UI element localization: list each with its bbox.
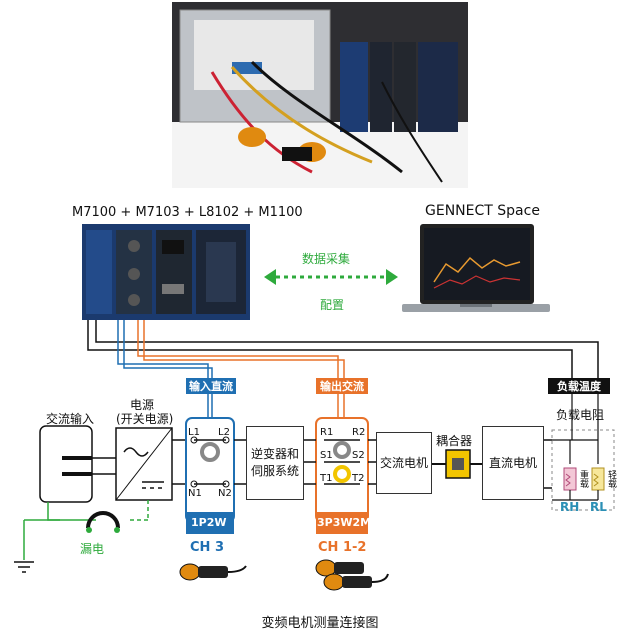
power-sublabel: (开关电源) bbox=[116, 412, 174, 426]
link-top-label: 数据采集 bbox=[302, 252, 351, 266]
channel-output-label: CH 1-2 bbox=[318, 540, 367, 555]
load-resistor-label: 负载电阻 bbox=[556, 408, 605, 422]
ac-motor-box: 交流电机 bbox=[376, 432, 432, 494]
inverter-label: 逆变器和 bbox=[250, 447, 299, 461]
terminal-t1: T1 bbox=[320, 473, 333, 484]
bidirectional-arrow bbox=[264, 269, 398, 285]
light-load-label: 轻载 bbox=[606, 470, 616, 488]
setup-photo bbox=[172, 2, 468, 188]
dc-motor-label: 直流电机 bbox=[488, 455, 537, 470]
leakage-label: 漏电 bbox=[80, 542, 105, 556]
ac-output-wire-1 bbox=[137, 320, 339, 418]
inverter-label-2: 伺服系统 bbox=[250, 464, 299, 478]
terminal-r1: R1 bbox=[320, 427, 334, 438]
laptop bbox=[400, 222, 552, 324]
terminal-t2: T2 bbox=[352, 473, 365, 484]
terminal-s1: S1 bbox=[320, 450, 333, 461]
coupler-label: 耦合器 bbox=[436, 434, 473, 448]
wiring-3p3w2m: 3P3W2M bbox=[317, 516, 372, 529]
output-ac-tag: 输出交流 bbox=[316, 378, 368, 394]
link-bottom-label: 配置 bbox=[320, 298, 345, 312]
ac-motor-label: 交流电机 bbox=[379, 455, 428, 470]
ac-output-wire-2 bbox=[143, 320, 345, 418]
caption: 变频电机测量连接图 bbox=[261, 616, 379, 631]
clamp-sensor-ch3 bbox=[179, 563, 247, 581]
temp-wire-1 bbox=[87, 320, 573, 378]
terminal-s2: S2 bbox=[352, 450, 365, 461]
terminal-n2: N2 bbox=[218, 488, 232, 499]
terminal-r2: R2 bbox=[352, 427, 366, 438]
device-model-label: M7100 + M7103 + L8102 + M1100 bbox=[72, 205, 303, 220]
terminal-n1: N1 bbox=[188, 488, 202, 499]
inverter-servo-box: 逆变器和 伺服系统 bbox=[246, 426, 304, 500]
recorder-instrument bbox=[82, 224, 250, 324]
clamp-sensor-ch1-2 bbox=[315, 559, 389, 591]
terminal-l2: L2 bbox=[218, 427, 230, 438]
power-label: 电源 bbox=[130, 398, 155, 412]
dc-motor-box: 直流电机 bbox=[482, 426, 544, 500]
load-temp-tag: 负载温度 bbox=[548, 378, 610, 394]
software-label: GENNECT Space bbox=[425, 203, 540, 219]
ac-input-label: 交流输入 bbox=[46, 412, 95, 426]
channel-input-label: CH 3 bbox=[190, 540, 224, 555]
input-dc-tag: 输入直流 bbox=[186, 378, 236, 394]
rl-label: RL bbox=[590, 500, 607, 514]
terminal-l1: L1 bbox=[188, 427, 200, 438]
rh-label: RH bbox=[560, 500, 580, 514]
heavy-load-label: 重载 bbox=[578, 470, 588, 488]
temp-wire-2 bbox=[95, 320, 599, 378]
wiring-1p2w: 1P2W bbox=[191, 516, 227, 529]
